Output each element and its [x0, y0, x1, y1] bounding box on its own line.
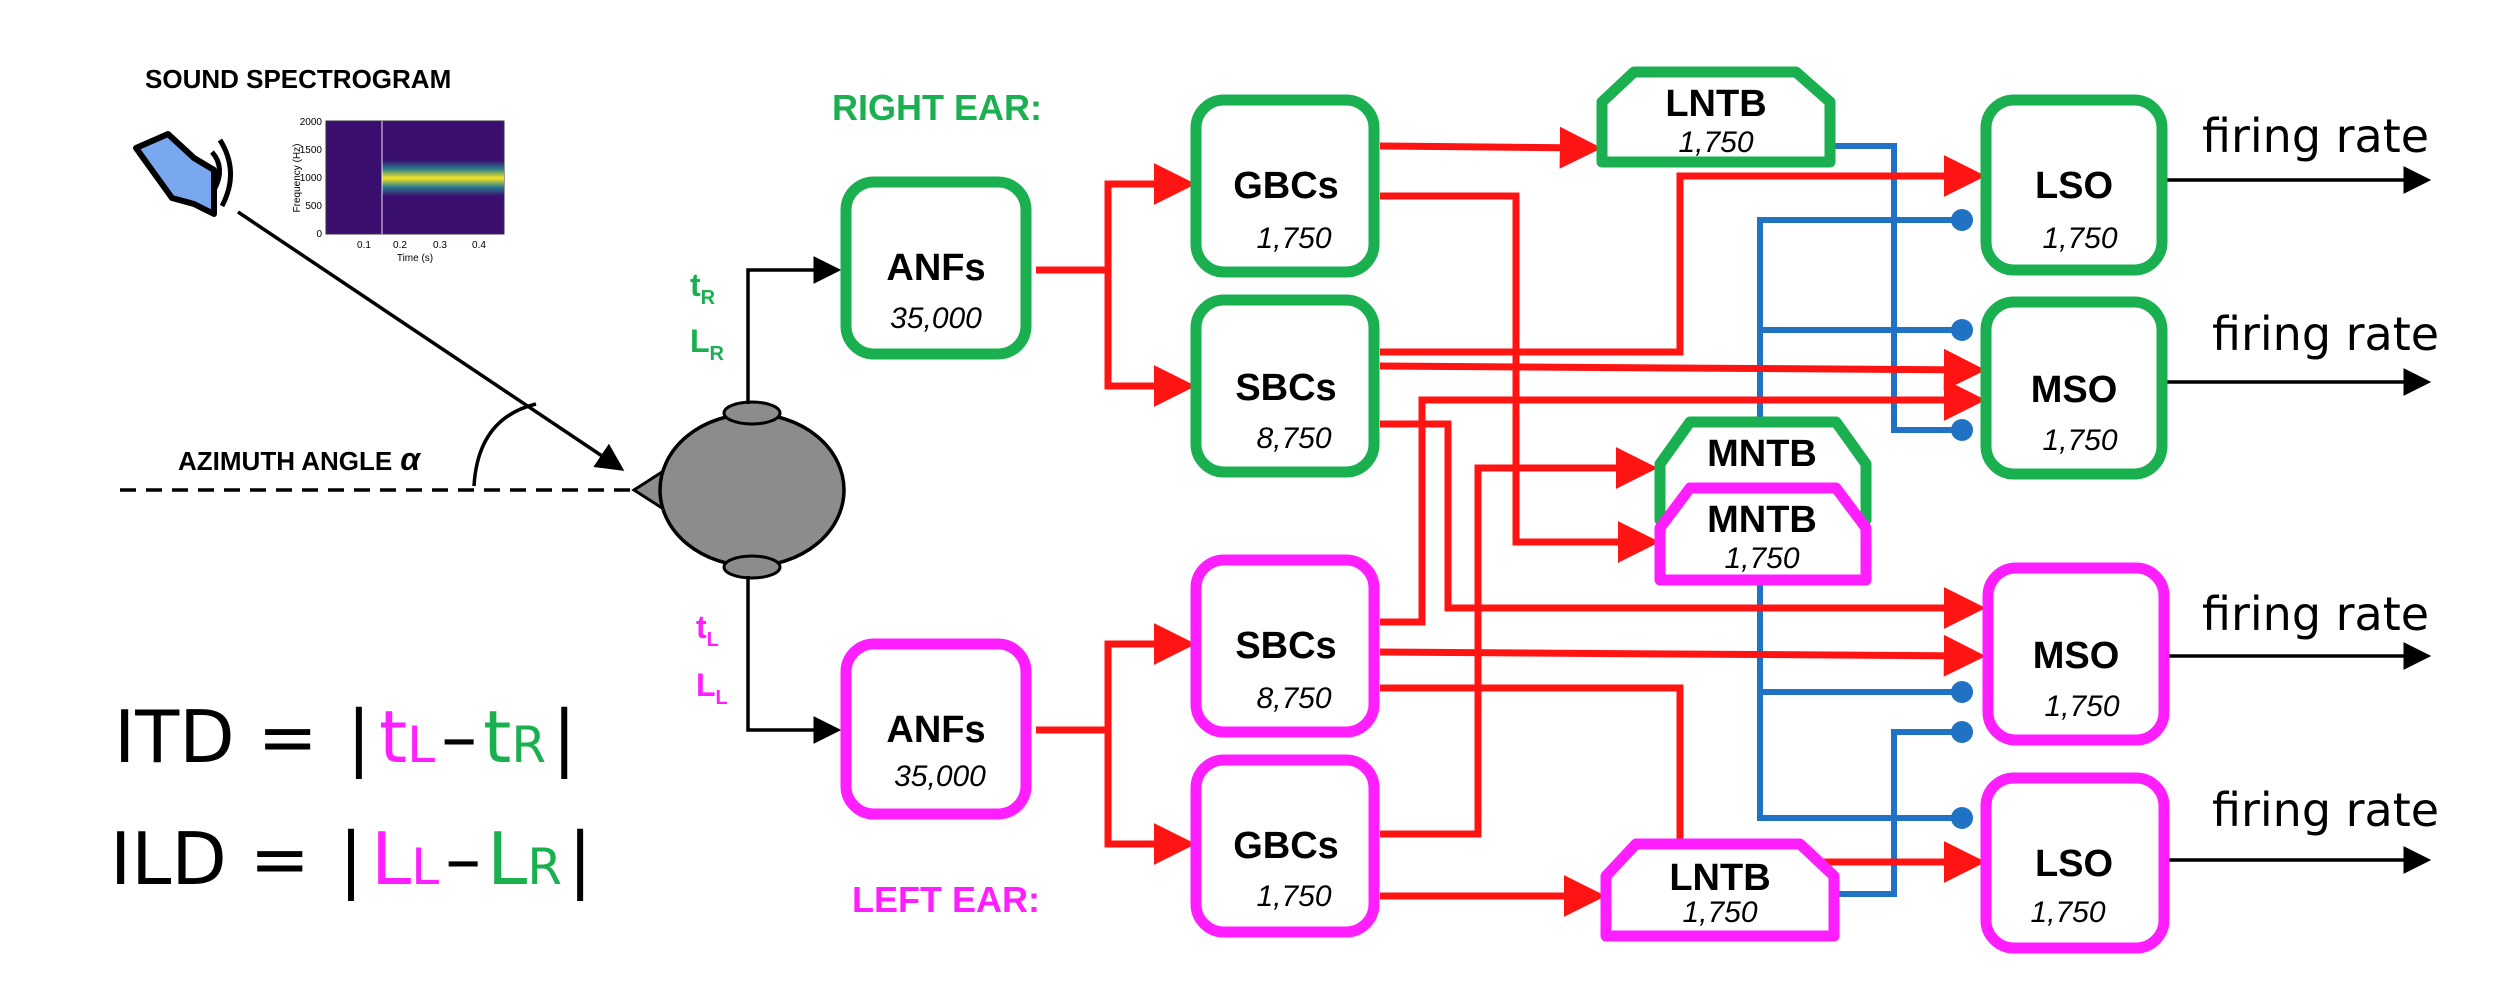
lntb-right-count: 1,750: [1678, 126, 1753, 159]
gbc-left-name: GBCs: [1233, 825, 1339, 867]
node-anf-left: [840, 638, 1032, 820]
x-tick: 0.1: [357, 240, 371, 251]
mso-right-name: MSO: [2031, 369, 2118, 411]
y-tick: 1500: [300, 145, 323, 156]
inhibitory-connections: [1757, 143, 1956, 897]
head-icon: [631, 400, 846, 580]
x-tick: 0.2: [393, 240, 407, 251]
inhibitory-path: [1757, 580, 1956, 821]
anf-right-count: 35,000: [890, 302, 982, 335]
right-ear-title: RIGHT EAR:: [832, 87, 1042, 128]
y-tick: 500: [305, 201, 322, 212]
node-gbc-right: [1190, 94, 1380, 278]
right-ear-input-line: [746, 256, 842, 404]
inhibitory-terminal: [1951, 721, 1973, 743]
excitatory-path: [1379, 348, 1986, 391]
excitatory-path: [1380, 155, 1986, 356]
sbc-right-count: 8,750: [1256, 422, 1331, 455]
speaker-icon: [133, 131, 233, 217]
node-sbc-left: [1190, 554, 1380, 738]
sbc-left-count: 8,750: [1256, 682, 1331, 715]
mso-left-name: MSO: [2033, 635, 2120, 677]
node-lso-left: [1980, 772, 2170, 954]
node-anf-right: [840, 176, 1032, 360]
node-mntb-left: [1654, 482, 1872, 586]
excitatory-path: [1380, 379, 1986, 626]
left-ear-title: LEFT EAR:: [852, 879, 1040, 920]
itd-formula: ITD = |tL–tR|: [114, 695, 576, 780]
excitatory-path: [1380, 447, 1658, 838]
x-axis-label: Time (s): [397, 253, 433, 264]
output-arrows: [2166, 166, 2432, 874]
node-lntb-left: [1600, 838, 1840, 942]
sbc-right-name: SBCs: [1235, 367, 1336, 409]
mntb-left-count: 1,750: [1724, 542, 1799, 575]
lso-right-count: 1,750: [2042, 222, 2117, 255]
lso-left-count: 1,750: [2030, 896, 2105, 929]
anf-left-count: 35,000: [894, 760, 986, 793]
spectrogram-plot: 2000 1500 1000 500 0 0.1 0.2 0.3 0.4 Tim…: [292, 117, 505, 264]
y-tick: 2000: [300, 117, 323, 128]
output-label-mso-left: firing rate: [2202, 587, 2429, 641]
azimuth-angle-arc: [472, 402, 537, 487]
left-level-cue: LL: [696, 667, 728, 709]
anf-right-name: ANFs: [886, 247, 985, 289]
excitatory-path: [1380, 420, 1986, 629]
right-time-cue: tR: [690, 267, 716, 309]
sound-direction-arrow: [237, 210, 625, 471]
output-label-lso-right: firing rate: [2202, 109, 2429, 163]
left-time-cue: tL: [696, 609, 719, 651]
excitatory-path: [1380, 684, 1986, 883]
mso-left-count: 1,750: [2044, 690, 2119, 723]
excitatory-path: [1104, 270, 1196, 407]
node-lso-right: [1980, 94, 2168, 276]
mntb-left-name: MNTB: [1707, 499, 1817, 541]
excitatory-path: [1379, 126, 1602, 169]
gbc-left-count: 1,750: [1256, 880, 1331, 913]
spectrogram-title: SOUND SPECTROGRAM: [145, 64, 451, 94]
y-tick: 0: [316, 229, 322, 240]
sbc-left-name: SBCs: [1235, 625, 1336, 667]
inhibitory-terminal: [1951, 319, 1973, 341]
y-tick: 1000: [300, 173, 323, 184]
excitatory-connections: [1036, 126, 1986, 917]
inhibitory-terminal: [1951, 419, 1973, 441]
left-ear-input-line: [746, 576, 842, 744]
inhibitory-path: [1834, 143, 1956, 433]
y-axis-label: Frequency (Hz): [292, 144, 303, 213]
lntb-left-name: LNTB: [1669, 857, 1770, 899]
node-mso-right: [1980, 296, 2168, 480]
lso-left-name: LSO: [2035, 843, 2113, 885]
output-label-lso-left: firing rate: [2212, 783, 2439, 837]
lso-right-name: LSO: [2035, 165, 2113, 207]
lntb-left-count: 1,750: [1682, 896, 1757, 929]
lntb-right-name: LNTB: [1665, 83, 1766, 125]
ild-formula: ILD = |LL–LR|: [110, 817, 592, 902]
excitatory-path: [1104, 730, 1196, 865]
excitatory-path: [1036, 623, 1196, 734]
inhibitory-terminal: [1951, 209, 1973, 231]
inhibitory-terminal: [1951, 681, 1973, 703]
gbc-right-count: 1,750: [1256, 222, 1331, 255]
mso-right-count: 1,750: [2042, 424, 2117, 457]
anf-left-name: ANFs: [886, 709, 985, 751]
inhibitory-path: [1836, 729, 1956, 897]
output-label-mso-right: firing rate: [2212, 307, 2439, 361]
x-tick: 0.3: [433, 240, 447, 251]
x-tick: 0.4: [472, 240, 486, 251]
node-mso-left: [1982, 562, 2170, 746]
right-level-cue: LR: [690, 323, 725, 365]
excitatory-path: [1379, 634, 1986, 677]
inhibitory-terminals: [1951, 209, 1973, 829]
node-lntb-right: [1596, 66, 1836, 168]
inhibitory-terminal: [1951, 807, 1973, 829]
mntb-right-name: MNTB: [1707, 433, 1817, 475]
node-gbc-left: [1190, 754, 1380, 938]
excitatory-path: [1036, 163, 1196, 274]
gbc-right-name: GBCs: [1233, 165, 1339, 207]
node-sbc-right: [1190, 294, 1380, 478]
inhibitory-path: [1757, 217, 1956, 480]
